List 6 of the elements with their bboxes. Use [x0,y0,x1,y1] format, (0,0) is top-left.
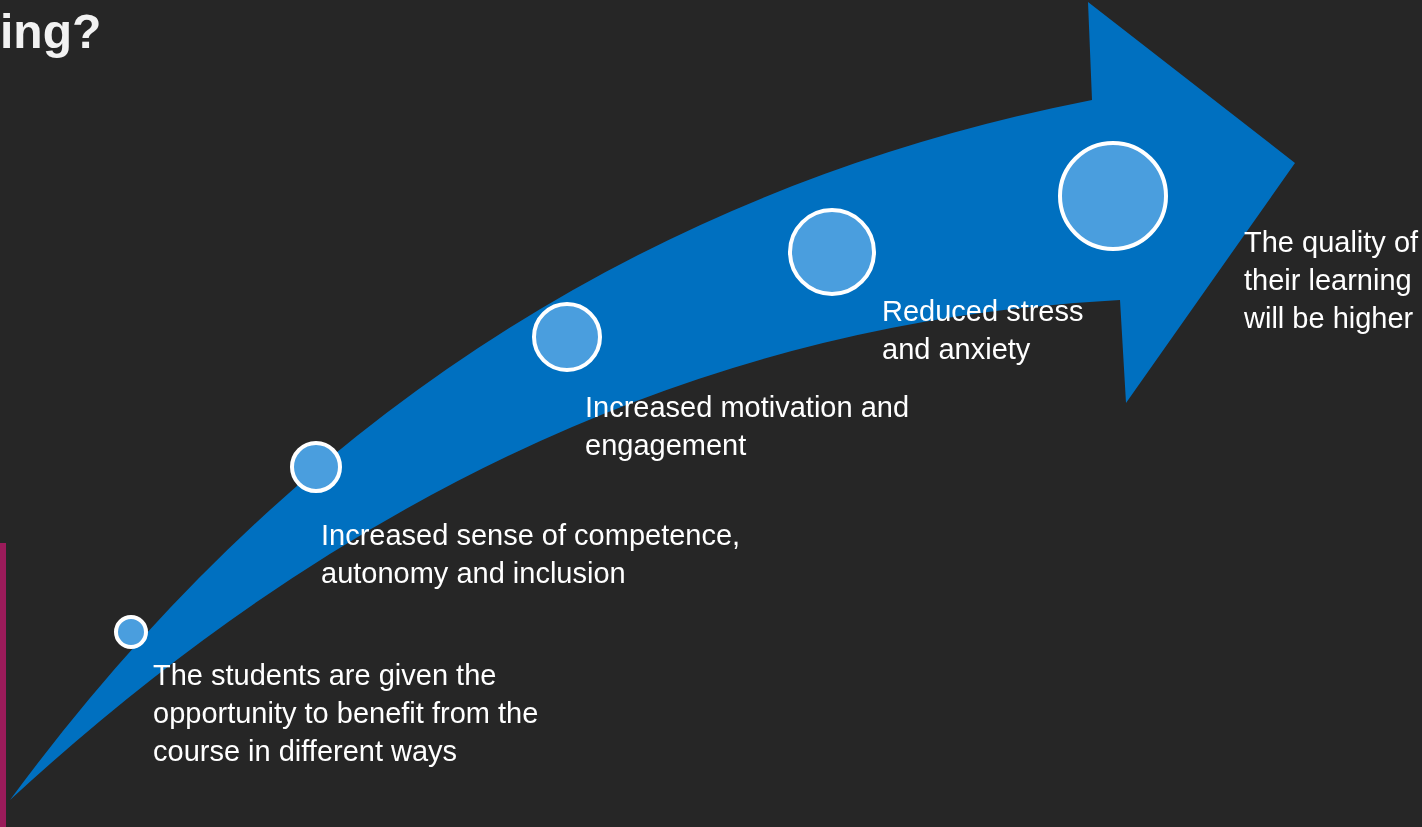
title: ing? [0,4,102,59]
circle-marker [290,441,342,493]
step-caption: The students are given the opportunity to benefit from the course in different ways [153,658,540,769]
step-caption: Reduced stress and anxiety [882,294,1085,367]
circle-marker [114,615,148,649]
step-caption: The quality of their learning will be higher [1244,225,1419,336]
